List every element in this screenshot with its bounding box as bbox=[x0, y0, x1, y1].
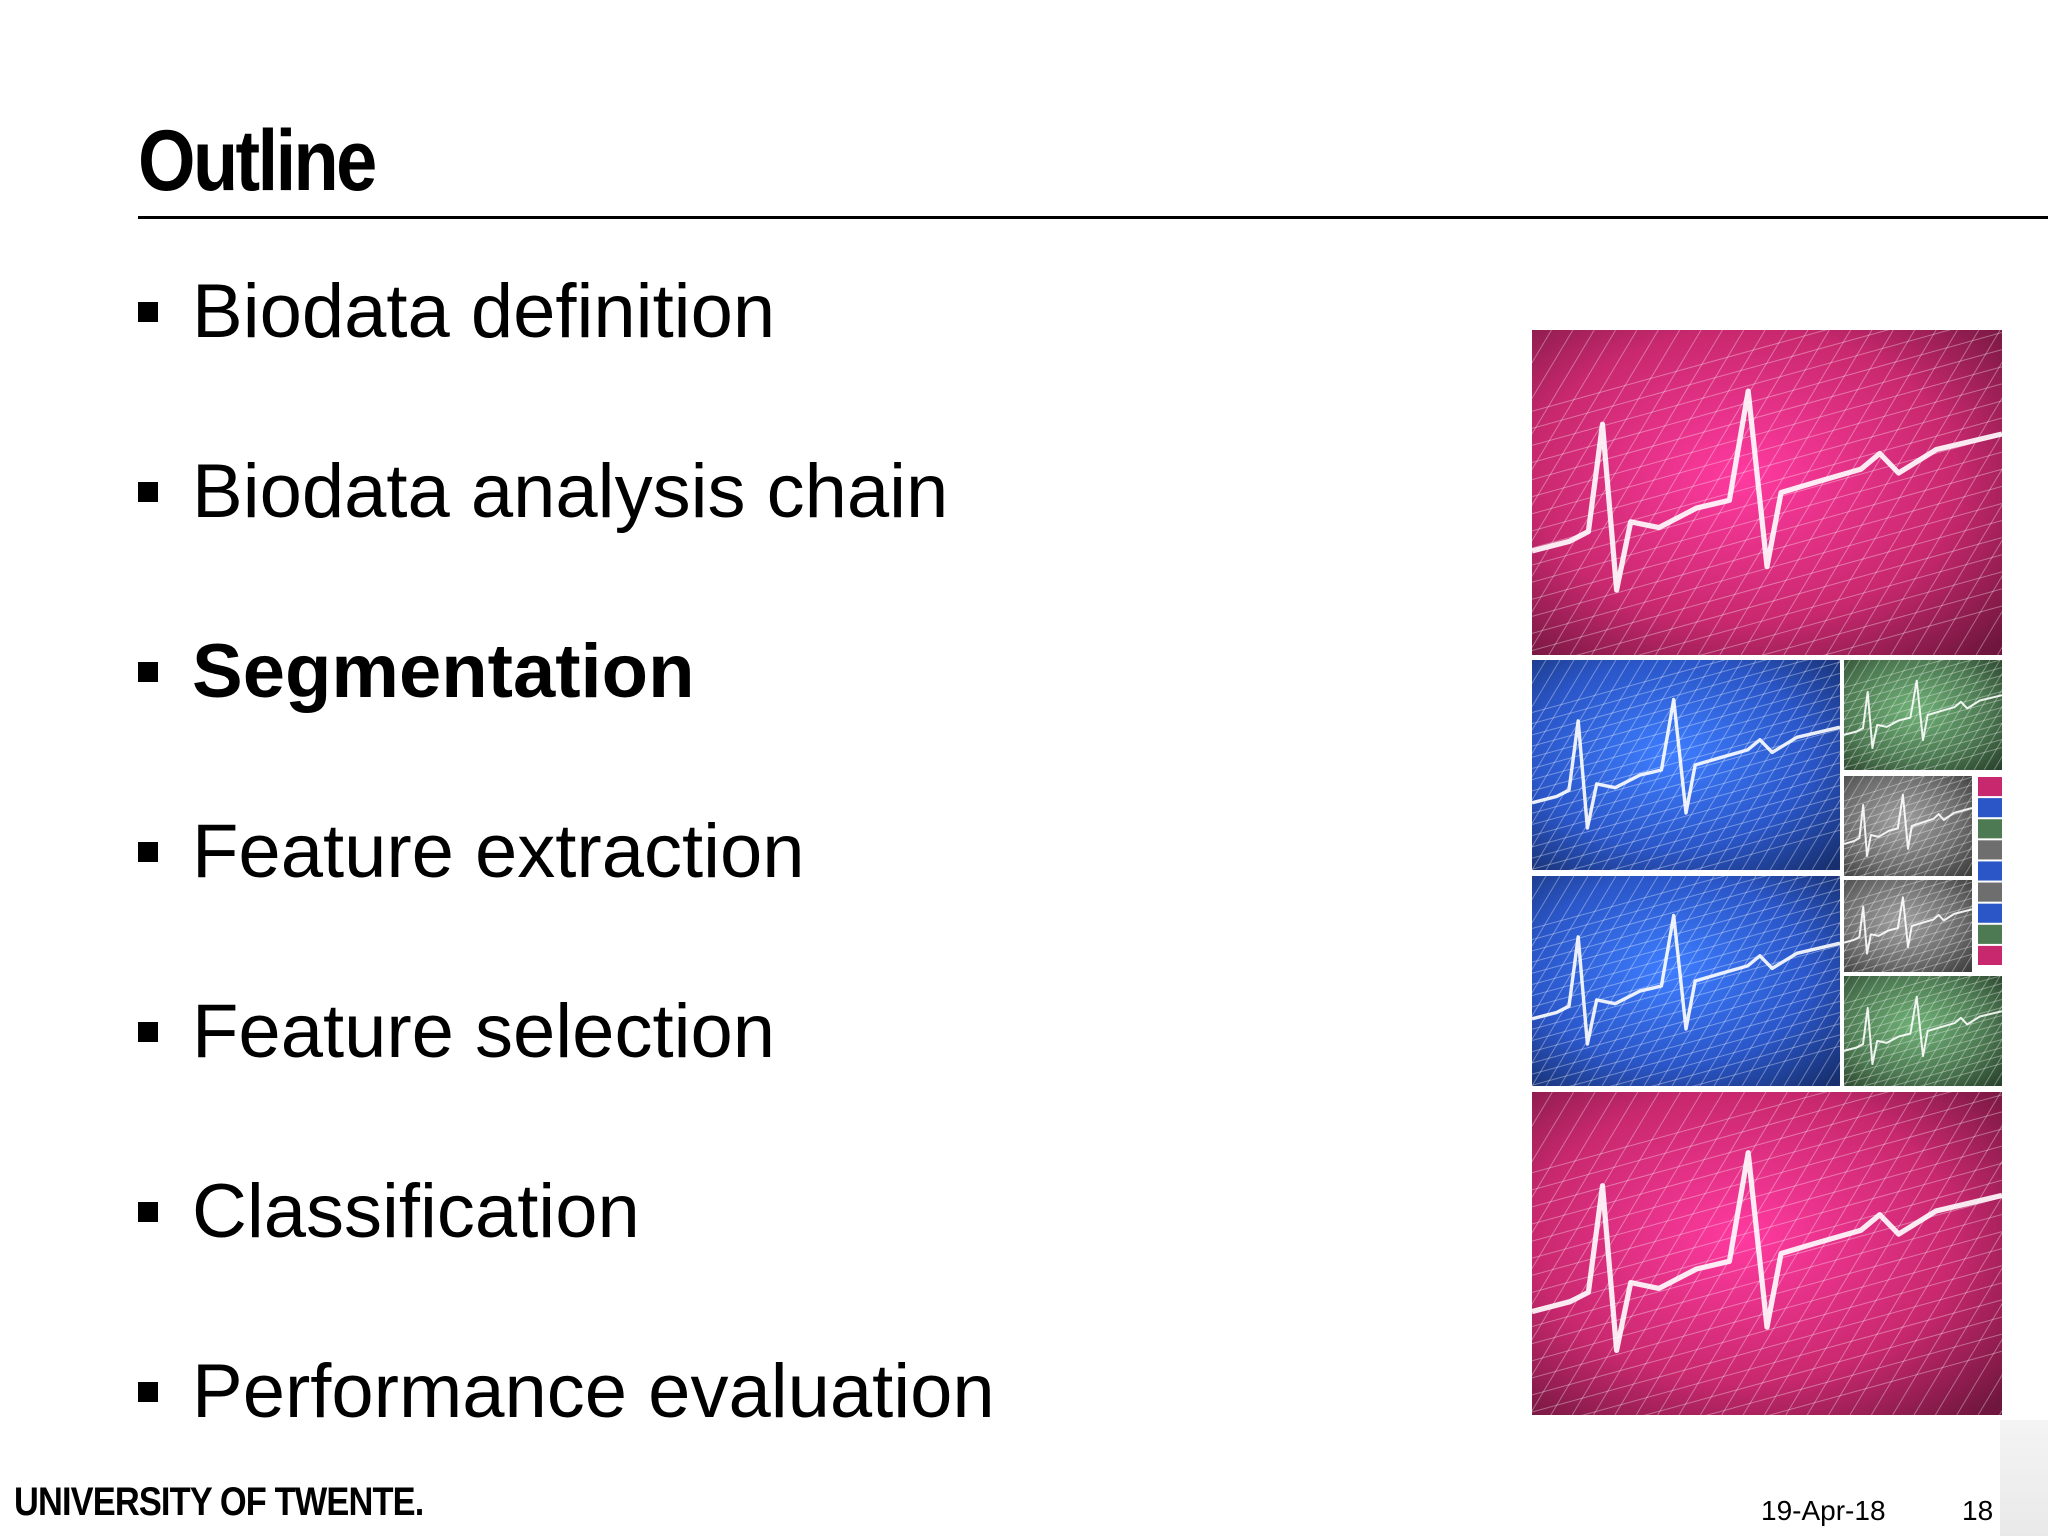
ecg-image-blue-lower bbox=[1532, 876, 1840, 1086]
outline-item-label: Classification bbox=[192, 1169, 640, 1254]
outline-item-label: Feature selection bbox=[192, 989, 775, 1074]
ecg-image-green-lower bbox=[1844, 976, 2002, 1086]
bullet-square-icon bbox=[138, 1202, 158, 1222]
ecg-thumbnail-strip bbox=[1978, 776, 2002, 966]
ecg-image-gray-lower bbox=[1844, 880, 1972, 972]
slide-number: 18 bbox=[1962, 1495, 1994, 1526]
ecg-image-blue-upper bbox=[1532, 660, 1840, 870]
outline-item-segmentation: Segmentation bbox=[138, 632, 995, 812]
outline-item-classification: Classification bbox=[138, 1172, 995, 1352]
outline-item-feature-selection: Feature selection bbox=[138, 992, 995, 1172]
outline-item-biodata-definition: Biodata definition bbox=[138, 272, 995, 452]
bullet-square-icon bbox=[138, 842, 158, 862]
outline-item-label: Biodata analysis chain bbox=[192, 449, 949, 534]
outline-item-analysis-chain: Biodata analysis chain bbox=[138, 452, 995, 632]
page-edge-shadow bbox=[2000, 1420, 2048, 1536]
ecg-image-green-upper bbox=[1844, 660, 2002, 770]
university-logo: UNIVERSITY OF TWENTE. bbox=[14, 1480, 424, 1524]
outline-item-label: Segmentation bbox=[192, 629, 695, 714]
outline-item-label: Biodata definition bbox=[192, 269, 776, 354]
slide-title: Outline bbox=[138, 113, 377, 209]
title-divider bbox=[138, 216, 2048, 219]
ecg-image-magenta-top bbox=[1532, 330, 2002, 655]
outline-item-feature-extraction: Feature extraction bbox=[138, 812, 995, 992]
outline-item-label: Feature extraction bbox=[192, 809, 805, 894]
outline-list: Biodata definition Biodata analysis chai… bbox=[138, 272, 995, 1532]
outline-item-performance-evaluation: Performance evaluation bbox=[138, 1352, 995, 1532]
ecg-image-collage bbox=[1532, 330, 2002, 1415]
ecg-image-gray-upper bbox=[1844, 776, 1972, 876]
bullet-square-icon bbox=[138, 1382, 158, 1402]
slide-date: 19-Apr-18 bbox=[1761, 1495, 1886, 1526]
bullet-square-icon bbox=[138, 302, 158, 322]
bullet-square-icon bbox=[138, 662, 158, 682]
bullet-square-icon bbox=[138, 482, 158, 502]
bullet-square-icon bbox=[138, 1022, 158, 1042]
outline-item-label: Performance evaluation bbox=[192, 1349, 995, 1434]
ecg-image-magenta-bottom bbox=[1532, 1092, 2002, 1415]
